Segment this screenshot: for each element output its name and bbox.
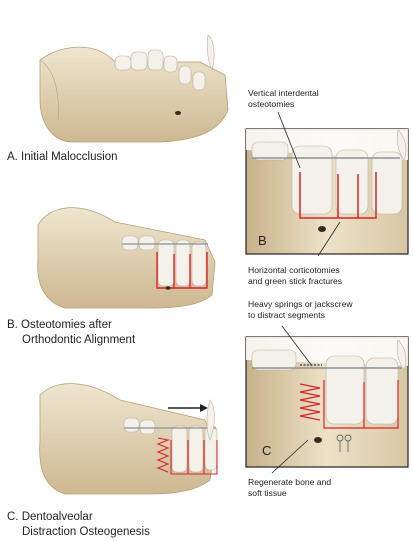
caption-c-line-2: Distraction Osteogenesis — [22, 525, 150, 539]
annotation-springs-line-2: to distract segments — [248, 310, 325, 321]
caption-c-line-1: C. Dentoalveolar — [7, 510, 93, 524]
inset-c-letter: C — [262, 443, 271, 458]
annotation-regenerate-line-2: soft tissue — [248, 488, 287, 499]
caption-b-line-1: B. Osteotomies after — [7, 318, 112, 332]
jaw-b-illustration — [38, 208, 215, 308]
caption-b-line-2: Orthodontic Alignment — [22, 333, 135, 347]
annotation-springs-line-1: Heavy springs or jackscrew — [248, 299, 353, 310]
jaw-c-illustration — [40, 384, 217, 494]
inset-b-panel — [246, 129, 408, 254]
annotation-vertical-line-1: Vertical interdental — [248, 88, 319, 99]
jaw-a-illustration — [40, 35, 228, 142]
annotation-regenerate-line-1: Regenerate bone and — [248, 477, 331, 488]
annotation-horizontal-line-1: Horizontal corticotomies — [248, 265, 340, 276]
caption-a: A. Initial Malocclusion — [7, 150, 118, 164]
annotation-vertical-line-2: osteotomies — [248, 99, 294, 110]
annotation-horizontal-line-2: and green stick fractures — [248, 276, 342, 287]
inset-b-letter: B — [258, 233, 267, 248]
